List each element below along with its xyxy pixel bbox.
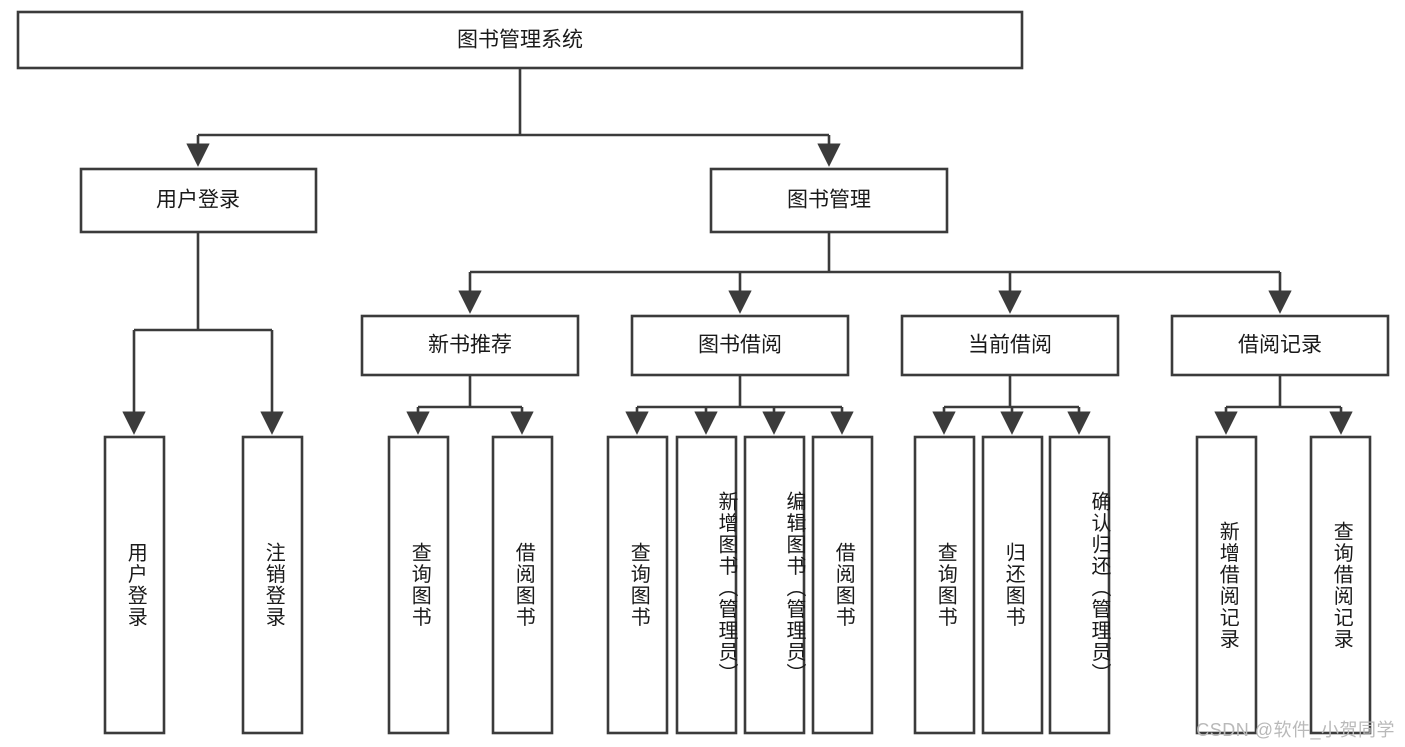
node-root-book-management-system[interactable] (16, 10, 1024, 70)
node-book-management-label: 图书管理 (787, 189, 871, 212)
leaf-user-login-logout[interactable] (241, 435, 304, 735)
leaf-book-borrow-query-book[interactable] (606, 435, 669, 735)
leaf-current-borrow-query-book[interactable] (913, 435, 976, 735)
node-new-book-recommend-label: 新书推荐 (428, 334, 512, 357)
leaf-book-borrow-add-book[interactable] (675, 435, 738, 735)
leaf-current-borrow-return-book[interactable] (981, 435, 1044, 735)
node-book-borrow-label: 图书借阅 (698, 334, 782, 357)
leaf-user-login-login[interactable] (103, 435, 166, 735)
node-user-login-label: 用户登录 (156, 189, 240, 212)
leaf-new-book-borrow-book[interactable] (491, 435, 554, 735)
node-current-borrow[interactable] (900, 314, 1120, 377)
leaf-new-book-query-book[interactable] (387, 435, 450, 735)
node-layer: 图书管理系统 用户登录 图书管理 新书推荐 图书借阅 当前借阅 借阅记录 (16, 10, 1390, 735)
leaf-borrow-record-add-record[interactable] (1195, 435, 1258, 735)
leaf-book-borrow-borrow-book[interactable] (811, 435, 874, 735)
leaf-borrow-record-query-record[interactable] (1309, 435, 1372, 735)
node-user-login[interactable] (79, 167, 318, 234)
leaf-current-borrow-confirm-return[interactable] (1048, 435, 1111, 735)
node-borrow-record[interactable] (1170, 314, 1390, 377)
node-book-borrow[interactable] (630, 314, 850, 377)
node-new-book-recommend[interactable] (360, 314, 580, 377)
watermark-text: CSDN @软件_小贺同学 (1196, 720, 1395, 740)
connector-layer (122, 68, 1353, 435)
leaf-book-borrow-edit-book[interactable] (743, 435, 806, 735)
node-root-label: 图书管理系统 (457, 29, 583, 52)
node-book-management[interactable] (709, 167, 949, 234)
node-borrow-record-label: 借阅记录 (1238, 334, 1322, 357)
node-current-borrow-label: 当前借阅 (968, 334, 1052, 357)
